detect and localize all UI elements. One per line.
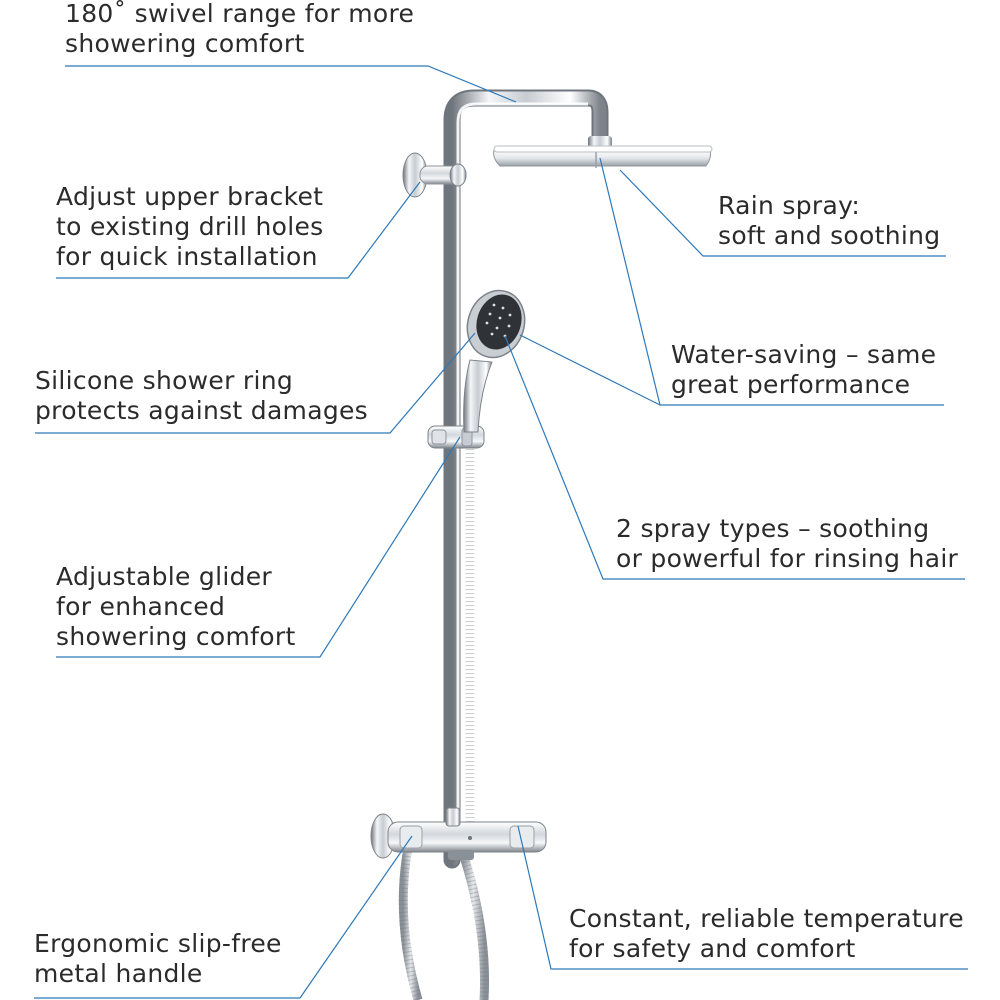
leader-line-temp: [517, 825, 968, 970]
leader-line-spray: [504, 335, 965, 580]
callout-glider-line1: Adjustable glider: [56, 562, 273, 591]
callout-temp-line2: for safety and comfort: [569, 934, 856, 963]
leader-line-rain: [619, 169, 946, 257]
callout-bracket-line3: for quick installation: [56, 242, 318, 271]
rain-head-icon: [493, 136, 713, 168]
callout-spray: 2 spray types – soothing or powerful for…: [616, 514, 958, 574]
hand-shower-icon: [463, 289, 526, 433]
leader-line-bracket: [56, 181, 421, 279]
callout-water: Water-saving – same great performance: [671, 340, 936, 400]
callout-spray-line1: 2 spray types – soothing: [616, 514, 930, 543]
callout-spray-line2: or powerful for rinsing hair: [616, 544, 959, 573]
callout-handle-line1: Ergonomic slip-free: [34, 929, 282, 958]
callout-bracket: Adjust upper bracket to existing drill h…: [56, 182, 323, 272]
callout-handle: Ergonomic slip-free metal handle: [34, 929, 282, 989]
shower-arm-icon: [443, 89, 609, 869]
callout-ring: Silicone shower ring protects against da…: [35, 366, 368, 426]
callout-temp: Constant, reliable temperature for safet…: [569, 904, 964, 964]
leader-line-ring: [35, 332, 476, 434]
leader-lines: [34, 65, 968, 999]
callout-ring-line2: protects against damages: [35, 396, 369, 425]
leader-line-water-2: [519, 334, 661, 406]
callout-glider-line3: showering comfort: [56, 622, 296, 651]
callout-bracket-line2: to existing drill holes: [56, 212, 324, 241]
callout-glider-line2: for enhanced: [56, 592, 226, 621]
callout-ring-line1: Silicone shower ring: [35, 366, 294, 395]
leader-line-handle: [34, 835, 413, 999]
callout-water-line2: great performance: [671, 370, 911, 399]
leader-line-glider: [56, 436, 461, 658]
callout-rain-line1: Rain spray:: [718, 191, 861, 220]
upper-bracket-icon: [402, 152, 467, 198]
callout-swivel: 180˚ swivel range for more showering com…: [65, 0, 414, 59]
callout-rain-line2: soft and soothing: [718, 221, 941, 250]
callout-rain: Rain spray: soft and soothing: [718, 191, 940, 251]
callout-swivel-line1: 180˚ swivel range for more: [65, 0, 415, 28]
callout-temp-line1: Constant, reliable temperature: [569, 904, 964, 933]
callout-glider: Adjustable glider for enhanced showering…: [56, 562, 296, 652]
callout-handle-line2: metal handle: [34, 959, 203, 988]
thermostat-icon: [370, 807, 547, 860]
callout-water-line1: Water-saving – same: [671, 340, 937, 369]
callout-bracket-line1: Adjust upper bracket: [56, 182, 324, 211]
hose-icon: [398, 445, 490, 1000]
callout-swivel-line2: showering comfort: [65, 29, 305, 58]
leader-line-swivel: [65, 65, 517, 103]
